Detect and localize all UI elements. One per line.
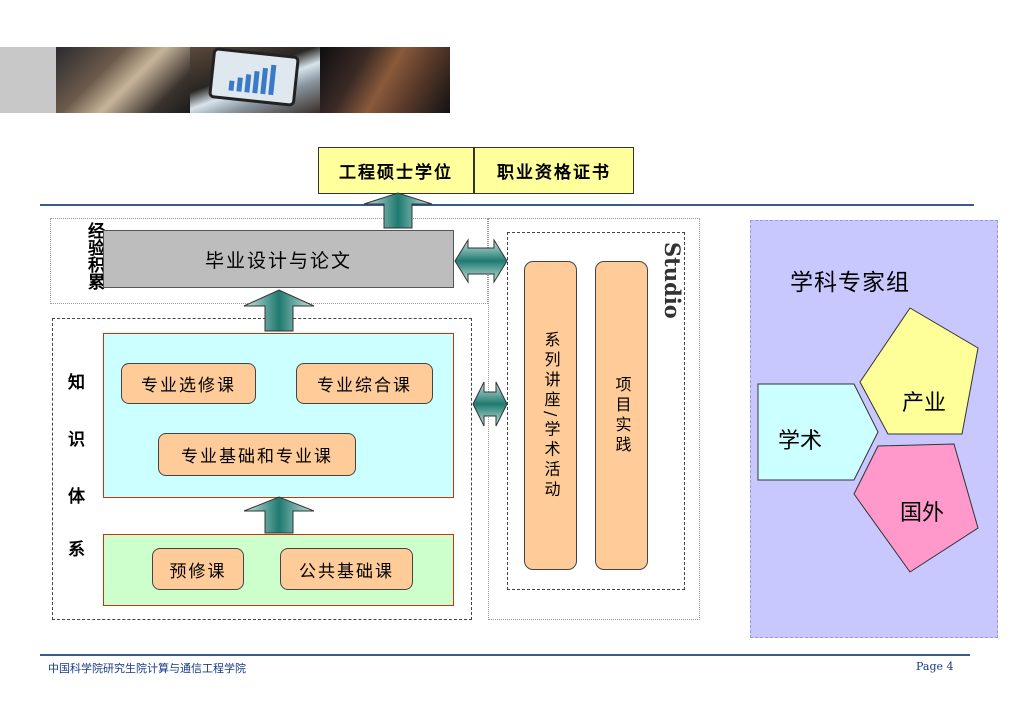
degree-box: 工程硕士学位 (318, 147, 474, 194)
lectures-label: 系列讲座/学术活动 (541, 330, 561, 501)
prerequisite-course-box: 预修课 (152, 548, 244, 590)
footer-page-number: Page 4 (916, 660, 954, 673)
academic-label: 学术 (778, 429, 823, 454)
knowledge-char-4: 系 (64, 540, 84, 557)
comprehensive-course-label: 专业综合课 (317, 376, 412, 396)
practice-label: 项目实践 (612, 375, 632, 456)
knowledge-char-1: 知 (64, 373, 84, 390)
degree-label: 工程硕士学位 (339, 163, 453, 183)
comprehensive-course-box: 专业综合课 (296, 363, 433, 404)
public-course-box: 公共基础课 (280, 548, 413, 590)
footer-institution: 中国科学院研究生院计算与通信工程学院 (48, 662, 246, 675)
banner-gray-block (0, 47, 56, 113)
studio-title: Studio (660, 242, 685, 319)
knowledge-container (52, 318, 472, 620)
up-arrow-icon (363, 192, 433, 229)
studio-panel (507, 232, 685, 590)
banner-photo-handshake (320, 47, 450, 113)
industry-label: 产业 (902, 391, 947, 416)
industry-pentagon (859, 307, 979, 435)
expert-pentagons (757, 307, 979, 573)
double-arrow-icon (472, 381, 508, 427)
banner-photo-tablet (190, 47, 320, 113)
certificate-label: 职业资格证书 (497, 163, 611, 183)
elective-course-box: 专业选修课 (121, 363, 256, 404)
thesis-box: 毕业设计与论文 (103, 230, 454, 288)
footer-rule (40, 654, 970, 656)
knowledge-char-2: 识 (64, 430, 84, 447)
foundation-course-box: 专业基础和专业课 (158, 433, 356, 476)
prerequisite-course-label: 预修课 (169, 561, 227, 582)
foundation-course-label: 专业基础和专业课 (181, 447, 333, 467)
thesis-label: 毕业设计与论文 (204, 249, 352, 272)
elective-course-label: 专业选修课 (141, 376, 236, 396)
international-label: 国外 (900, 501, 945, 526)
studio-container (488, 218, 700, 620)
banner-photo-meeting (56, 47, 190, 113)
expert-group-title: 学科专家组 (790, 270, 910, 296)
international-pentagon (853, 443, 979, 573)
knowledge-char-3: 体 (64, 487, 84, 504)
section-rule (40, 204, 974, 206)
practice-box: 项目实践 (595, 261, 648, 570)
up-arrow-icon (243, 496, 315, 534)
experience-label: 经验积累 (84, 222, 104, 290)
academic-pentagon (757, 383, 879, 481)
lectures-box: 系列讲座/学术活动 (524, 261, 577, 570)
public-course-label: 公共基础课 (299, 561, 394, 582)
up-arrow-icon (243, 289, 315, 332)
certificate-box: 职业资格证书 (474, 147, 634, 194)
double-arrow-icon (454, 238, 508, 284)
